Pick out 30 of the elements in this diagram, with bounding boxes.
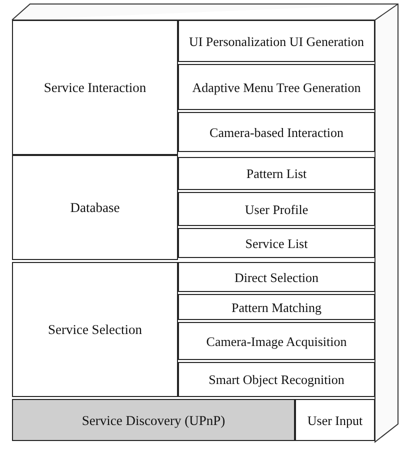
module-box	[178, 20, 375, 62]
module-box	[178, 262, 375, 292]
module-box	[295, 399, 375, 441]
module-label: Service List	[245, 236, 308, 250]
module-label: Pattern List	[246, 166, 307, 181]
layer-box	[12, 20, 178, 155]
layer-box	[12, 155, 178, 260]
layer-box	[12, 262, 178, 397]
module-box	[178, 64, 375, 110]
module-label: Pattern Matching	[232, 300, 322, 314]
layer-label: Service Interaction	[44, 80, 146, 95]
module-label: UI Personalization UI Generation	[188, 34, 364, 48]
module-label: Adaptive Menu Tree Generation	[192, 80, 361, 94]
layer-label: Service Discovery (UPnP)	[82, 412, 226, 428]
module-box	[178, 157, 375, 190]
module-box	[178, 112, 375, 152]
module-box	[178, 192, 375, 226]
module-box	[178, 322, 375, 360]
module-label: User Input	[307, 412, 363, 428]
layer-label: Database	[70, 200, 120, 215]
module-label: Camera-based Interaction	[210, 124, 344, 140]
module-box	[178, 362, 375, 397]
module-label: User Profile	[244, 202, 308, 216]
layer-label: Service Selection	[48, 322, 142, 337]
module-label: Smart Object Recognition	[208, 372, 344, 387]
module-label: Camera-Image Acquisition	[206, 334, 347, 348]
module-box	[178, 294, 375, 320]
layer-box	[12, 399, 295, 441]
module-box	[178, 228, 375, 258]
module-label: Direct Selection	[234, 270, 319, 284]
